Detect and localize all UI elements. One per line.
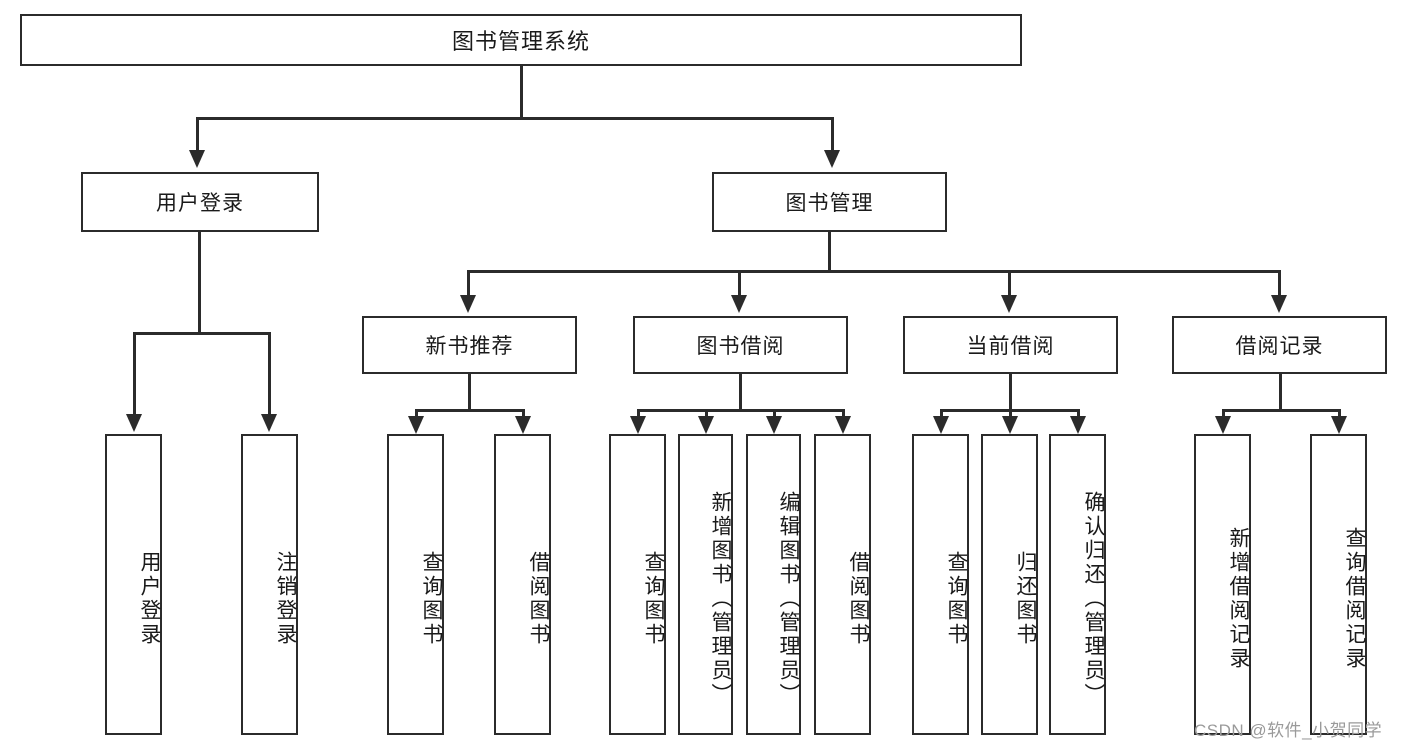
connector-current-borrow-drop-1 (940, 409, 943, 418)
arrowhead-user-login (189, 150, 205, 168)
connector-current-borrow-stem (1009, 374, 1012, 411)
leaf-query-book-borrow[interactable]: 查询图书 (609, 434, 666, 735)
connector-root-to-user-login (196, 117, 199, 152)
node-root-system[interactable]: 图书管理系统 (20, 14, 1022, 66)
connector-book-manage-drop-3 (1008, 270, 1011, 297)
connector-borrow-record-drop-2 (1338, 409, 1341, 418)
arrowhead-leaf-borrow-book-2 (835, 416, 851, 434)
connector-borrow-record-stem (1279, 374, 1282, 411)
connector-user-login-drop-1 (133, 332, 136, 416)
leaf-edit-book-admin[interactable]: 编辑图书（管理员） (746, 434, 801, 735)
arrowhead-leaf-return-book (1002, 416, 1018, 434)
arrowhead-book-borrow (731, 295, 747, 313)
connector-book-borrow-drop-2 (705, 409, 708, 418)
leaf-add-book-admin[interactable]: 新增图书（管理员） (678, 434, 733, 735)
arrowhead-leaf-query-record (1331, 416, 1347, 434)
connector-book-manage-drop-1 (467, 270, 470, 297)
connector-book-borrow-bus (637, 409, 845, 412)
node-borrow-record[interactable]: 借阅记录 (1172, 316, 1387, 374)
connector-root-bus (196, 117, 834, 120)
node-book-borrow[interactable]: 图书借阅 (633, 316, 848, 374)
arrowhead-book-manage (824, 150, 840, 168)
leaf-query-borrow-record[interactable]: 查询借阅记录 (1310, 434, 1367, 735)
connector-user-login-bus (133, 332, 270, 335)
arrowhead-leaf-logout (261, 414, 277, 432)
connector-user-login-stem (198, 232, 201, 334)
connector-book-borrow-drop-4 (842, 409, 845, 418)
connector-book-manage-drop-2 (738, 270, 741, 297)
leaf-borrow-book-recommend[interactable]: 借阅图书 (494, 434, 551, 735)
connector-user-login-drop-2 (268, 332, 271, 416)
node-current-borrow[interactable]: 当前借阅 (903, 316, 1118, 374)
leaf-confirm-return-admin[interactable]: 确认归还（管理员） (1049, 434, 1106, 735)
node-new-book-recommend[interactable]: 新书推荐 (362, 316, 577, 374)
arrowhead-new-book-recommend (460, 295, 476, 313)
leaf-borrow-book-borrow[interactable]: 借阅图书 (814, 434, 871, 735)
arrowhead-borrow-record (1271, 295, 1287, 313)
leaf-query-book-current[interactable]: 查询图书 (912, 434, 969, 735)
connector-book-manage-stem (828, 232, 831, 272)
node-user-login[interactable]: 用户登录 (81, 172, 319, 232)
arrowhead-leaf-query-book-1 (408, 416, 424, 434)
arrowhead-leaf-borrow-book-1 (515, 416, 531, 434)
connector-book-borrow-stem (739, 374, 742, 411)
connector-new-book-bus (415, 409, 525, 412)
arrowhead-leaf-user-login (126, 414, 142, 432)
connector-root-to-book-manage (831, 117, 834, 152)
node-book-manage[interactable]: 图书管理 (712, 172, 947, 232)
arrowhead-leaf-query-book-3 (933, 416, 949, 434)
connector-book-borrow-drop-3 (773, 409, 776, 418)
connector-book-borrow-drop-1 (637, 409, 640, 418)
arrowhead-leaf-add-book (698, 416, 714, 434)
leaf-return-book[interactable]: 归还图书 (981, 434, 1038, 735)
connector-current-borrow-drop-2 (1009, 409, 1012, 418)
arrowhead-leaf-add-record (1215, 416, 1231, 434)
connector-new-book-stem (468, 374, 471, 411)
arrowhead-current-borrow (1001, 295, 1017, 313)
leaf-user-login[interactable]: 用户登录 (105, 434, 162, 735)
connector-book-manage-drop-4 (1278, 270, 1281, 297)
connector-book-manage-bus (467, 270, 1281, 273)
watermark-credit: CSDN @软件_小贺同学 (1194, 721, 1383, 740)
leaf-query-book-recommend[interactable]: 查询图书 (387, 434, 444, 735)
connector-borrow-record-drop-1 (1222, 409, 1225, 418)
connector-new-book-drop-2 (522, 409, 525, 418)
arrowhead-leaf-edit-book (766, 416, 782, 434)
connector-borrow-record-bus (1222, 409, 1341, 412)
connector-new-book-drop-1 (415, 409, 418, 418)
leaf-add-borrow-record[interactable]: 新增借阅记录 (1194, 434, 1251, 735)
connector-root-stem (520, 66, 523, 118)
arrowhead-leaf-query-book-2 (630, 416, 646, 434)
leaf-logout[interactable]: 注销登录 (241, 434, 298, 735)
connector-current-borrow-drop-3 (1077, 409, 1080, 418)
arrowhead-leaf-confirm-return (1070, 416, 1086, 434)
